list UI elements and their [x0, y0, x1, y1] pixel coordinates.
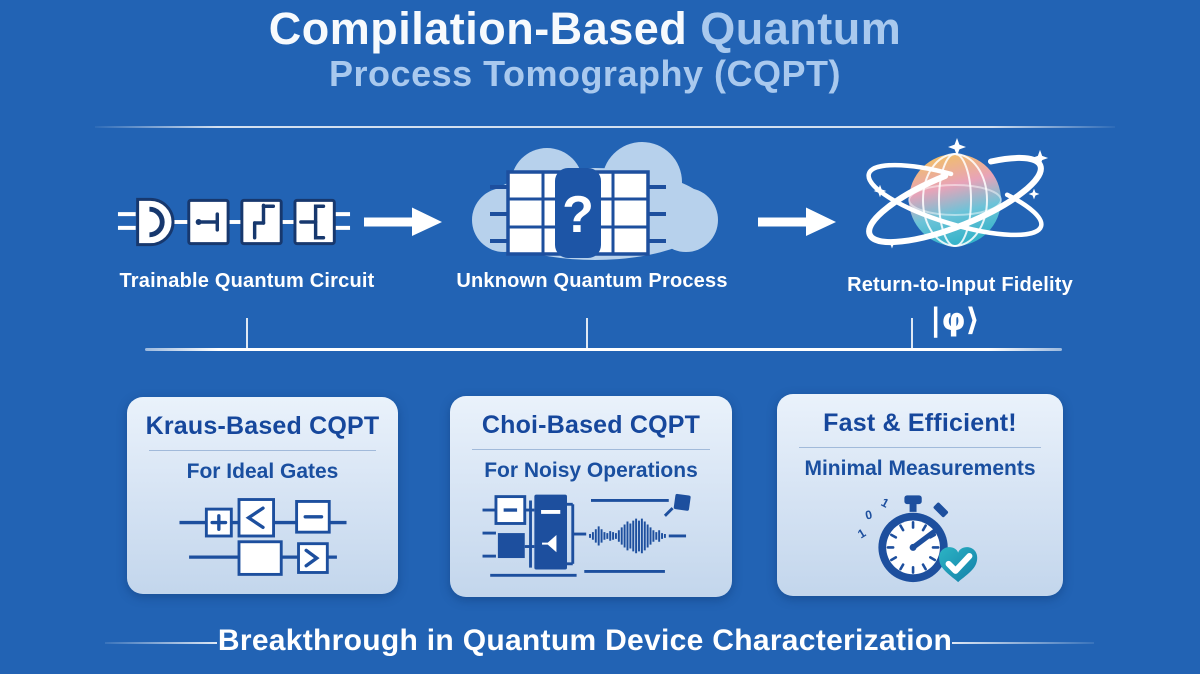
svg-text:1: 1	[855, 526, 868, 542]
title-part-white: Compilation-Based	[268, 3, 688, 54]
svg-text:0: 0	[864, 507, 874, 522]
svg-text:1: 1	[879, 495, 892, 511]
connector-tick	[246, 318, 248, 350]
arrow-right-icon	[364, 207, 442, 236]
card-divider	[472, 449, 710, 450]
card-subtitle: For Ideal Gates	[186, 460, 339, 483]
connector-tick	[586, 318, 588, 350]
flow-baseline	[145, 348, 1062, 351]
footer-flourish-right	[952, 642, 1094, 644]
stopwatch-check-icon: 1 0 1	[855, 495, 978, 583]
card-title: Choi-Based CQPT	[481, 411, 701, 439]
footer-flourish-left	[105, 642, 217, 644]
card-title: Fast & Efficient!	[823, 409, 1017, 437]
title-part-accent: Quantum	[700, 3, 902, 54]
card-fast-efficient: Fast & Efficient! Minimal Measurements 1…	[777, 394, 1063, 596]
card-choi-based: Choi-Based CQPT For Noisy Operations	[450, 396, 732, 597]
card-divider	[149, 450, 376, 451]
card-divider	[799, 447, 1041, 448]
ket-phi-state: |φ⟩	[930, 302, 980, 338]
trainable-circuit-icon	[117, 197, 351, 247]
card-subtitle: For Noisy Operations	[484, 459, 698, 482]
arrow-right-icon	[758, 207, 836, 236]
footer-tagline: Breakthrough in Quantum Device Character…	[217, 624, 953, 657]
title-line-2: Process Tomography (CQPT)	[329, 53, 841, 95]
unknown-process-cloud-icon: ?	[472, 142, 718, 260]
title-divider-line	[95, 126, 1115, 128]
connector-tick	[911, 318, 913, 350]
ideal-gates-circuit-icon	[178, 498, 347, 576]
flow-step-2-label: Unknown Quantum Process	[456, 270, 728, 292]
flow-step-3-label: Return-to-Input Fidelity	[847, 274, 1073, 296]
question-mark-glyph: ?	[562, 186, 594, 244]
title-line-1: Compilation-Based Quantum	[0, 3, 1170, 54]
card-subtitle: Minimal Measurements	[804, 457, 1036, 480]
page-title: Compilation-Based Quantum Process Tomogr…	[0, 3, 1170, 95]
sparkle-stars	[873, 138, 1049, 249]
checkmark-icon	[945, 553, 973, 574]
fidelity-globe-icon	[866, 138, 1049, 249]
noisy-circuit-waveform-icon	[482, 493, 691, 577]
card-kraus-based: Kraus-Based CQPT For Ideal Gates	[127, 397, 398, 594]
card-title: Kraus-Based CQPT	[145, 412, 380, 440]
flow-step-1-label: Trainable Quantum Circuit	[119, 270, 375, 292]
